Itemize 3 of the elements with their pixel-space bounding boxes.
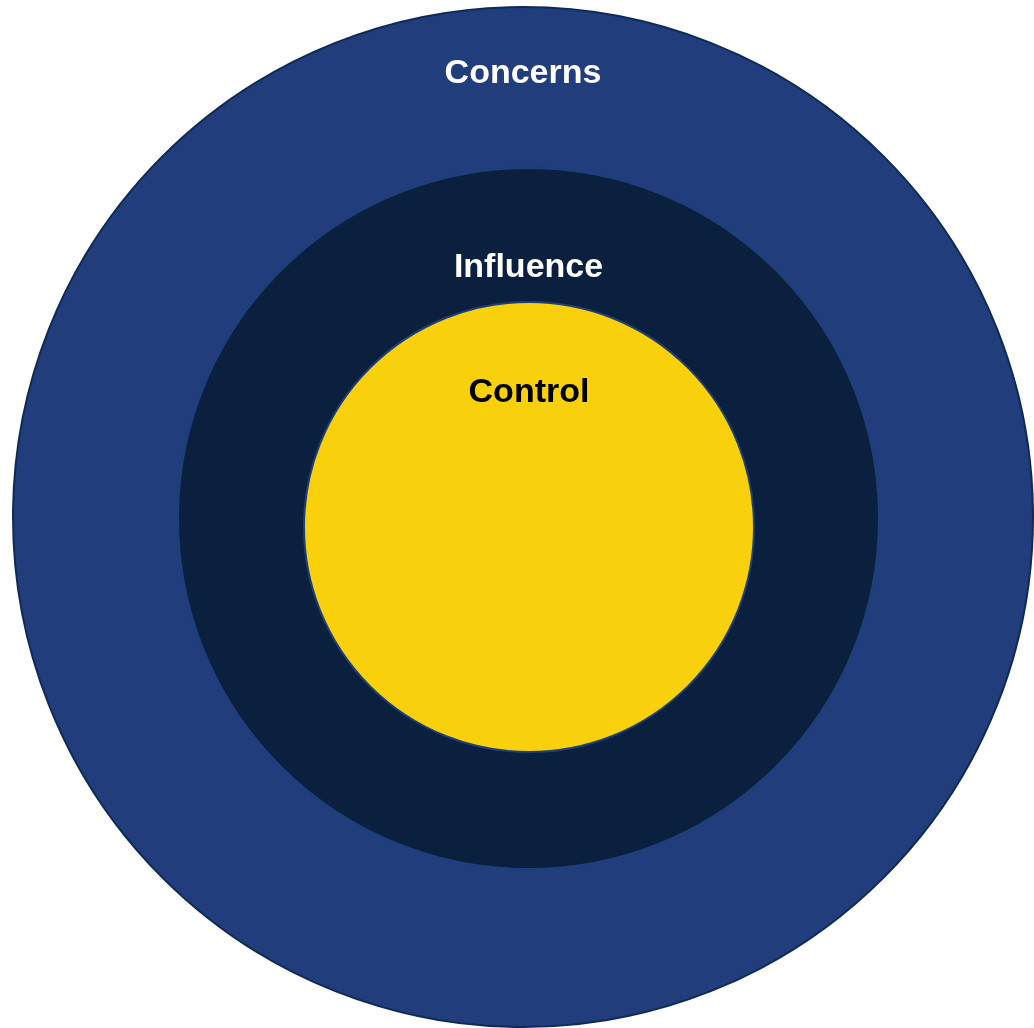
region-label: Concerns — [444, 53, 602, 91]
region-label: Control — [468, 372, 590, 410]
region-label: Influence — [453, 247, 604, 285]
